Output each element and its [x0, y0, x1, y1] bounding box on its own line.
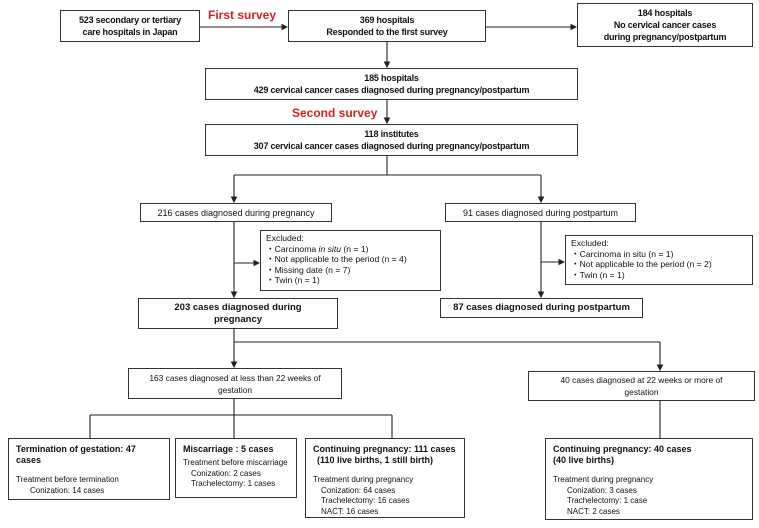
text: 523 secondary or tertiary — [78, 15, 182, 25]
text: NACT: 16 cases — [321, 506, 379, 516]
box-163-lt22: 163 cases diagnosed at less than 22 week… — [128, 368, 342, 399]
box-continuing-111: Continuing pregnancy: 111 cases (110 liv… — [305, 438, 465, 518]
excluded-item: ・Twin (n = 1) — [571, 269, 625, 280]
text: Excluded: — [571, 238, 609, 248]
box-185-hospitals: 185 hospitals 429 cervical cancer cases d… — [205, 68, 578, 100]
text: Trachelectomy: 1 cases — [191, 479, 276, 488]
excluded-item: ・Not applicable to the period (n = 4) — [266, 254, 407, 264]
text: 307 cervical cancer cases diagnosed duri… — [253, 141, 530, 151]
box-216-pregnancy: 216 cases diagnosed during pregnancy — [140, 203, 332, 222]
excluded-item: ・Missing date (n = 7) — [266, 264, 351, 275]
box-91-postpartum: 91 cases diagnosed during postpartum — [445, 203, 636, 222]
box-continuing-40: Continuing pregnancy: 40 cases (40 live … — [545, 438, 753, 520]
text: 184 hospitals — [637, 8, 693, 18]
box-no-cases: 184 hospitals No cervical cancer cases dur… — [577, 3, 753, 47]
text: (40 live births) — [553, 455, 615, 465]
text: Trachelectomy: 1 case — [567, 496, 648, 505]
box-start: 523 secondary or tertiary care hospitals … — [60, 10, 200, 42]
text: Conization: 14 cases — [30, 485, 105, 495]
box-termination: Termination of gestation: 47 cases Treat… — [8, 438, 170, 500]
text: 429 cervical cancer cases diagnosed duri… — [253, 85, 530, 95]
text: Treatment during pregnancy — [553, 475, 654, 484]
text: NACT: 2 cases — [567, 506, 620, 516]
text: Miscarriage : 5 cases — [183, 444, 274, 454]
text: 185 hospitals — [364, 73, 419, 83]
excluded-item: ・Twin (n = 1) — [266, 275, 320, 285]
text: (n = 1) — [341, 243, 369, 254]
box-40-ge22: 40 cases diagnosed at 22 weeks or more o… — [528, 371, 755, 401]
text: Trachelectomy: 16 cases — [321, 496, 410, 505]
text: 369 hospitals — [359, 15, 415, 25]
text: Conization: 2 cases — [191, 468, 261, 478]
text: ・Carcinoma — [266, 243, 319, 254]
excluded-item: ・Not applicable to the period (n = 2) — [571, 259, 712, 269]
text: Continuing pregnancy: 111 cases — [313, 444, 456, 454]
excluded-item: ・Carcinoma in situ (n = 1) — [266, 244, 435, 255]
text: Continuing pregnancy: 40 cases — [553, 444, 692, 454]
text: (110 live births, 1 still birth) — [317, 455, 434, 465]
text: during pregnancy/postpartum — [603, 32, 727, 42]
box-miscarriage: Miscarriage : 5 cases Treatment before m… — [175, 438, 297, 498]
text: Conization: 3 cases — [567, 485, 637, 495]
first-survey-label: First survey — [208, 8, 277, 22]
text: No cervical cancer cases — [613, 20, 717, 30]
box-87-postpartum: 87 cases diagnosed during postpartum — [440, 298, 643, 318]
text: in situ — [318, 243, 341, 254]
excluded-item: ・Carcinoma in situ (n = 1) — [571, 248, 674, 259]
text: Treatment before termination — [16, 475, 119, 484]
text: Conization: 64 cases — [321, 485, 396, 495]
text: Termination of gestation: 47 cases — [16, 444, 136, 465]
second-survey-label: Second survey — [292, 106, 378, 120]
box-excluded-pregnancy: Excluded: ・Carcinoma in situ (n = 1) ・No… — [260, 230, 441, 291]
box-203-pregnancy: 203 cases diagnosed during pregnancy — [138, 298, 338, 329]
box-excluded-postpartum: Excluded: ・Carcinoma in situ (n = 1) ・No… — [565, 235, 753, 285]
text: Treatment before miscarriage — [183, 458, 288, 467]
text: 118 institutes — [364, 129, 419, 139]
text: care hospitals in Japan — [82, 27, 178, 37]
text: Excluded: — [266, 233, 304, 243]
text: Responded to the first survey — [326, 27, 448, 37]
text: Treatment during pregnancy — [313, 475, 414, 484]
box-118-institutes: 118 institutes 307 cervical cancer cases … — [205, 124, 578, 156]
